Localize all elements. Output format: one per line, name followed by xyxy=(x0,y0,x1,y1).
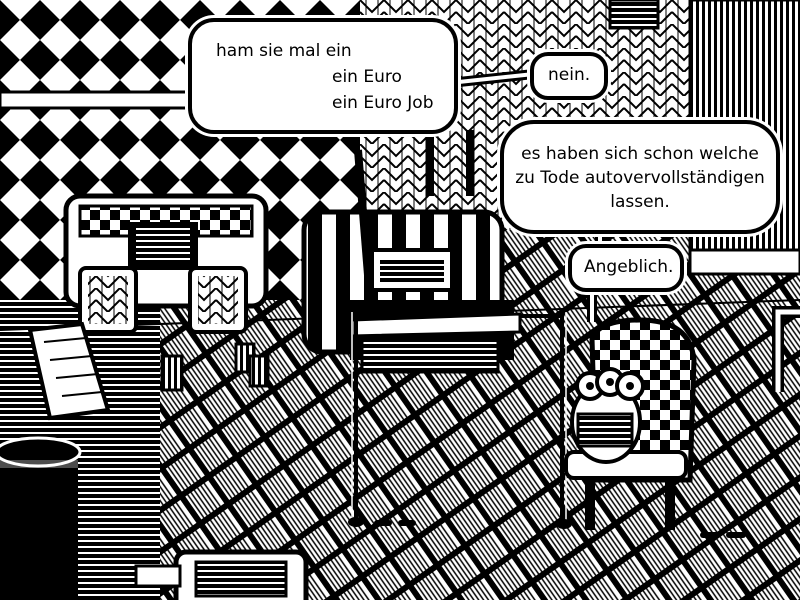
machine-left xyxy=(63,193,269,334)
speech-bubble-answer-no: nein. xyxy=(530,52,608,100)
bubble-line: ham sie mal ein xyxy=(216,41,352,61)
bubble-line: lassen. xyxy=(610,192,670,212)
bubble-line: nein. xyxy=(548,65,591,85)
machine-middle xyxy=(301,209,522,374)
bubble-line: ein Euro xyxy=(332,67,402,87)
bubble-line: Angeblich. xyxy=(584,257,674,277)
bubble-line: zu Tode autovervollständigen xyxy=(515,168,765,188)
speech-bubble-question: ham sie mal ein ein Euro ein Euro Job xyxy=(188,18,458,134)
speech-bubble-statement: es haben sich schon welche zu Tode autov… xyxy=(500,120,780,234)
device-bottom xyxy=(134,549,309,600)
trash-bin xyxy=(0,436,82,600)
bubble-line: ein Euro Job xyxy=(332,93,434,113)
bubble-line: es haben sich schon welche xyxy=(521,144,759,164)
speech-bubble-reply: Angeblich. xyxy=(568,244,684,292)
frog-character-on-chair xyxy=(564,317,697,530)
